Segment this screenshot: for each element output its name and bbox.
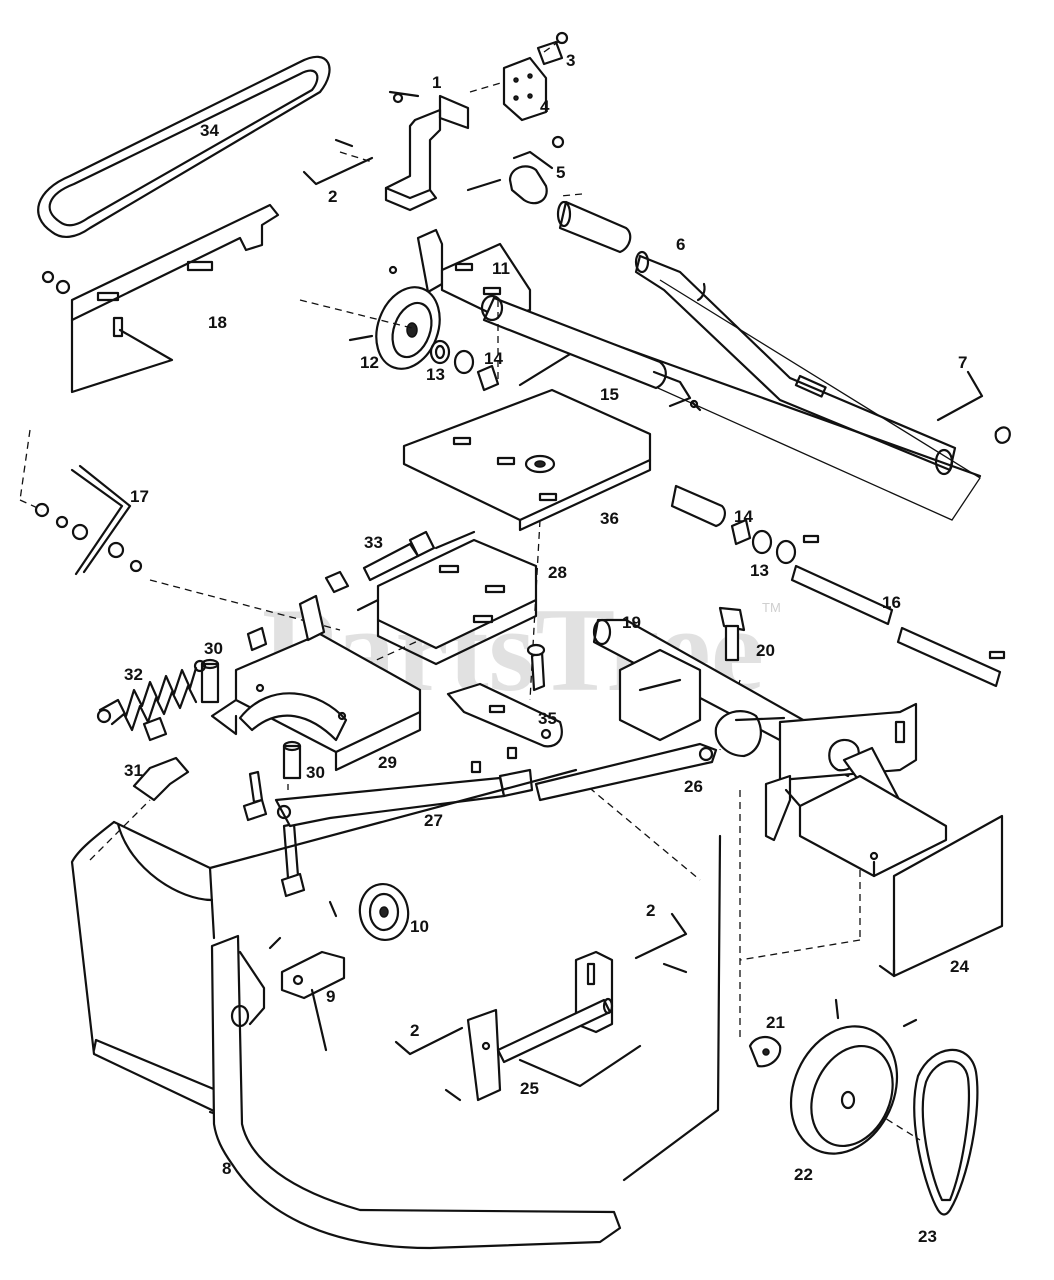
callout-21: 21	[766, 1013, 785, 1032]
callout-30b: 30	[306, 763, 325, 782]
bracket-31	[132, 716, 190, 802]
callouts: 1 2 3 4 5 6 7 8 9 10 11 12 13 13 14 14 1…	[124, 51, 969, 1246]
callout-27: 27	[424, 811, 443, 830]
sleeve-6a	[556, 200, 632, 254]
washer-13a	[429, 339, 451, 365]
bracket-28	[356, 530, 538, 666]
callout-5: 5	[556, 163, 565, 182]
callout-20: 20	[756, 641, 775, 660]
pulley-22	[789, 998, 918, 1155]
callout-17: 17	[130, 487, 149, 506]
rod-27	[274, 746, 534, 828]
washer-13b	[453, 349, 475, 375]
bracket-1	[384, 90, 470, 212]
callout-34: 34	[200, 121, 219, 140]
callout-10: 10	[410, 917, 429, 936]
callout-23: 23	[918, 1227, 937, 1246]
spring-32	[96, 659, 207, 732]
callout-9: 9	[326, 987, 335, 1006]
pulley-10	[358, 883, 410, 941]
panel-24	[878, 814, 1004, 978]
watermark-trademark: TM	[762, 600, 781, 615]
lever-17	[34, 464, 143, 576]
callout-2-top: 2	[328, 187, 337, 206]
callout-11: 11	[492, 259, 510, 278]
handle-8	[210, 934, 622, 1250]
bushing-14a	[476, 364, 500, 392]
deck-8	[70, 768, 722, 1182]
bushing-14b	[730, 518, 752, 546]
rod-16	[790, 564, 1006, 688]
callout-22: 22	[794, 1165, 813, 1184]
callout-31: 31	[124, 761, 143, 780]
belt-34	[37, 55, 331, 238]
callout-3: 3	[566, 51, 575, 70]
callout-2-bottom: 2	[410, 1021, 419, 1040]
pulley-12	[348, 265, 441, 370]
pin-2-top	[302, 138, 374, 186]
callout-7: 7	[958, 353, 967, 372]
callout-6: 6	[676, 235, 685, 254]
callout-33: 33	[364, 533, 383, 552]
callout-30a: 30	[204, 639, 223, 658]
callout-24: 24	[950, 957, 969, 976]
callout-18: 18	[208, 313, 227, 332]
block-4	[502, 31, 569, 122]
bracket-9	[268, 900, 346, 1052]
callout-2-right: 2	[646, 901, 655, 920]
callout-13b: 13	[750, 561, 769, 580]
plate-18	[41, 203, 280, 394]
callout-35: 35	[538, 709, 557, 728]
handle-tube-6	[634, 250, 981, 521]
belt-23	[913, 1048, 979, 1216]
callout-32: 32	[124, 665, 143, 684]
callout-16: 16	[882, 593, 901, 612]
callout-26: 26	[684, 777, 703, 796]
callout-19: 19	[622, 613, 641, 632]
callout-29: 29	[378, 753, 397, 772]
pin-2-right	[634, 912, 688, 974]
callout-8: 8	[222, 1159, 231, 1178]
callout-4: 4	[540, 97, 550, 116]
spacer-30a	[200, 658, 220, 704]
callout-13a: 13	[426, 365, 445, 384]
bolts-lower	[242, 770, 306, 898]
callout-25: 25	[520, 1079, 539, 1098]
spacer-30b	[282, 740, 302, 780]
callout-14a: 14	[484, 349, 503, 368]
callout-14b: 14	[734, 507, 753, 526]
pin-7	[936, 370, 1011, 444]
base-plate	[764, 774, 948, 878]
callout-1: 1	[432, 73, 441, 92]
clamp-5	[466, 135, 565, 205]
bracket-11	[416, 228, 532, 320]
callout-15: 15	[600, 385, 619, 404]
callout-36: 36	[600, 509, 619, 528]
bracket-21	[748, 1035, 782, 1068]
washer-13c	[751, 529, 820, 565]
bracket-25	[394, 950, 642, 1102]
bolt-33	[246, 530, 436, 652]
plate-15	[402, 294, 982, 532]
callout-12: 12	[360, 353, 379, 372]
link-35	[446, 643, 563, 748]
bracket-29	[210, 594, 422, 772]
callout-28: 28	[548, 563, 567, 582]
rod-26	[534, 742, 718, 802]
